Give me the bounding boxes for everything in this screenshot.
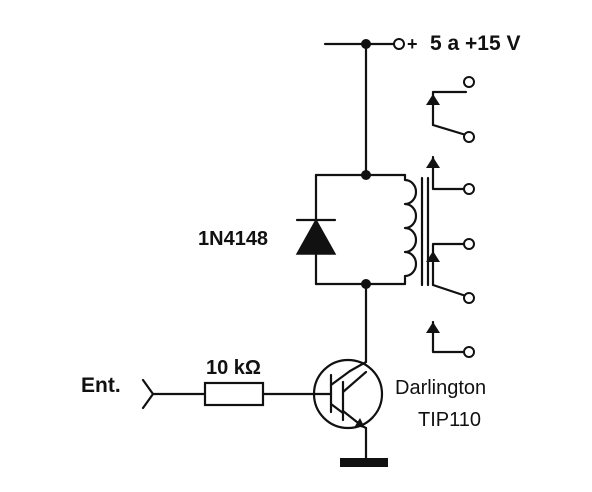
diode-label: 1N4148 bbox=[198, 228, 268, 250]
supply-terminal bbox=[393, 38, 405, 50]
relay-contact-set-2 bbox=[426, 238, 475, 358]
supply-voltage-label: 5 a +15 V bbox=[430, 32, 521, 55]
contact-1-nc-terminal bbox=[463, 76, 475, 88]
diode bbox=[295, 173, 337, 286]
input-arrow-icon bbox=[141, 378, 155, 410]
relay-coil bbox=[403, 173, 430, 287]
resistor-label: 10 kΩ bbox=[206, 357, 261, 379]
contact-2-nc-terminal bbox=[463, 238, 475, 250]
resistor bbox=[203, 381, 265, 407]
transistor-type-label: Darlington bbox=[395, 377, 486, 399]
input-label: Ent. bbox=[81, 374, 121, 397]
relay-contact-set-1 bbox=[426, 76, 475, 195]
transistor-body bbox=[312, 358, 384, 430]
contact-1-no-terminal bbox=[463, 183, 475, 195]
supply-plus-sign: + bbox=[407, 34, 418, 54]
contact-2-com-terminal bbox=[463, 292, 475, 304]
supply-rail bbox=[323, 38, 405, 50]
contact-2-no-terminal bbox=[463, 346, 475, 358]
ground-icon bbox=[340, 458, 388, 467]
darlington-transistor bbox=[312, 358, 384, 430]
top-junction-dot bbox=[361, 170, 371, 180]
contact-1-com-terminal bbox=[463, 131, 475, 143]
diode-symbol bbox=[295, 218, 337, 255]
transistor-model-label: TIP110 bbox=[418, 409, 481, 431]
upper-branch bbox=[314, 170, 407, 180]
lower-branch bbox=[314, 279, 407, 364]
